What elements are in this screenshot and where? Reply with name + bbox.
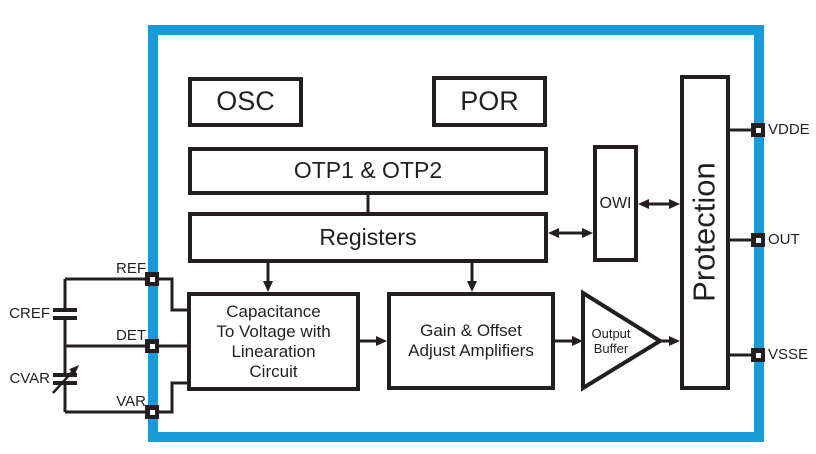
- block-owi: OWI: [593, 145, 638, 262]
- pin-label-det: DET: [116, 327, 146, 344]
- block-c2v-line: Circuit: [249, 361, 298, 381]
- cvar-capacitor-symbol: [52, 346, 79, 412]
- pin-label-ref: REF: [116, 260, 146, 277]
- cvar-label: CVAR: [9, 370, 50, 387]
- output-buffer-label: Output Buffer: [583, 293, 639, 388]
- cref-capacitor-symbol: [53, 279, 77, 346]
- block-c2v-line: Linearation: [231, 341, 316, 361]
- pin-label-out: OUT: [768, 231, 800, 248]
- block-gain-line: Adjust Amplifiers: [408, 341, 534, 360]
- block-c2v-line: To Voltage with: [216, 321, 331, 341]
- block-registers: Registers: [188, 212, 548, 263]
- block-gain-offset-amplifiers: Gain & Offset Adjust Amplifiers: [387, 292, 555, 390]
- pin-label-vdde: VDDE: [768, 121, 810, 138]
- block-por: POR: [432, 76, 547, 127]
- block-capacitance-to-voltage: Capacitance To Voltage with Linearation …: [187, 292, 360, 391]
- block-registers-label: Registers: [319, 223, 417, 250]
- block-owi-label: OWI: [599, 194, 632, 212]
- pin-label-vsse: VSSE: [768, 346, 809, 363]
- block-otp-label: OTP1 & OTP2: [293, 157, 443, 184]
- block-osc: OSC: [188, 77, 303, 127]
- block-osc-label: OSC: [216, 86, 275, 117]
- block-por-label: POR: [460, 85, 519, 116]
- output-buffer-line: Output: [591, 325, 631, 341]
- pin-label-var: VAR: [116, 393, 146, 410]
- block-protection: Protection: [680, 75, 730, 390]
- block-c2v-line: Capacitance: [226, 301, 321, 321]
- block-gain-line: Gain & Offset: [420, 321, 522, 340]
- cref-label: CREF: [9, 305, 50, 322]
- block-otp: OTP1 & OTP2: [188, 147, 548, 195]
- block-protection-label: Protection: [686, 162, 722, 303]
- output-buffer-line: Buffer: [593, 340, 629, 356]
